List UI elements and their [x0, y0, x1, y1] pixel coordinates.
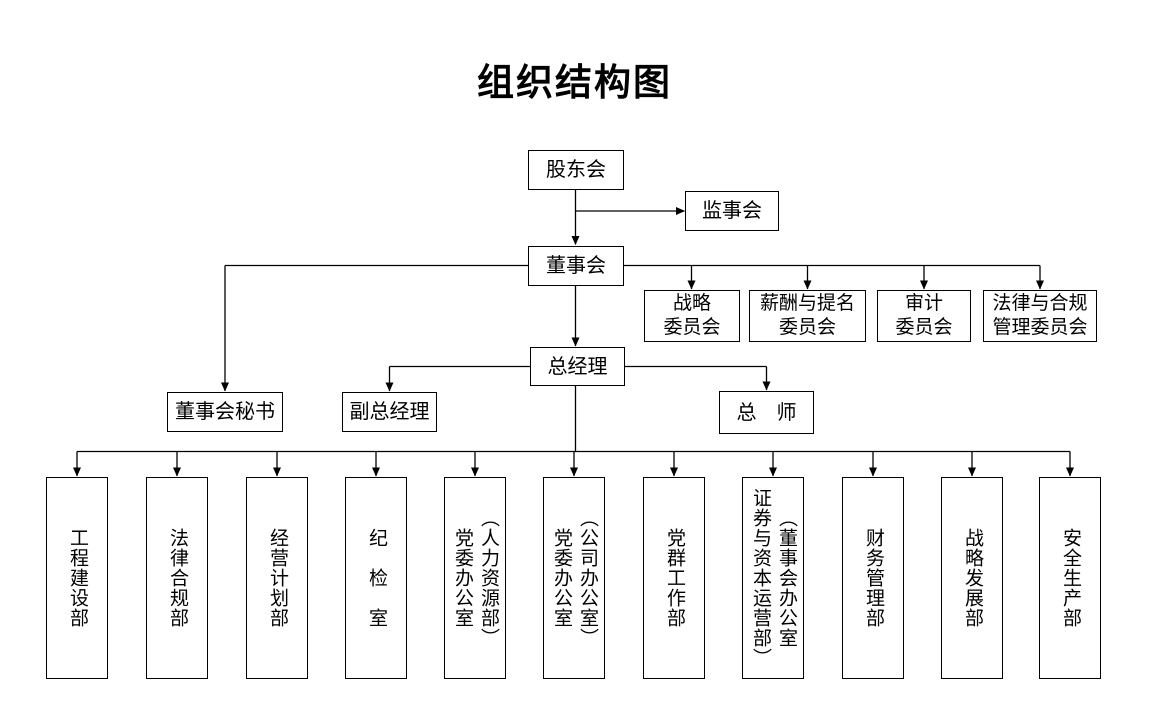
- dept-label-column: 法律合规部: [167, 528, 188, 628]
- dept-label-column: 党群工作部: [664, 528, 685, 628]
- dept-label-column: （人力资源部）: [478, 508, 499, 648]
- node-deputy-general-manager: 副总经理: [342, 392, 437, 432]
- node-board-of-directors: 董事会: [528, 246, 624, 286]
- committee-line: 委员会: [663, 317, 721, 338]
- node-party-committee-office-company: 党委办公室 （公司办公室）: [543, 477, 605, 679]
- node-strategy-committee: 战略 委员会: [644, 290, 740, 342]
- dept-label-column: 党委办公室: [551, 528, 572, 628]
- dept-label-column: 经营计划部: [267, 528, 288, 628]
- node-shareholders-label: 股东会: [546, 159, 606, 181]
- node-chief-engineer-label: 总 师: [736, 401, 797, 424]
- dept-label-column: 工程建设部: [67, 528, 88, 628]
- node-dept-legal-compliance: 法律合规部: [146, 477, 208, 679]
- node-shareholders: 股东会: [528, 150, 624, 190]
- node-audit-committee: 审计 委员会: [877, 290, 971, 342]
- node-party-mass-work-dept: 党群工作部: [643, 477, 705, 679]
- node-finance-management-dept: 财务管理部: [842, 477, 904, 679]
- committee-line: 委员会: [778, 317, 836, 338]
- committee-line: 法律与合规: [992, 293, 1088, 314]
- dept-label-column: 安全生产部: [1060, 528, 1081, 628]
- node-party-committee-office-hr: 党委办公室 （人力资源部）: [444, 477, 506, 679]
- node-legal-compliance-committee: 法律与合规 管理委员会: [983, 290, 1097, 342]
- node-dept-operation-planning: 经营计划部: [246, 477, 308, 679]
- node-dept-engineering-construction: 工程建设部: [46, 477, 108, 679]
- dept-label-column: 战略发展部: [962, 528, 983, 628]
- node-chief-engineer: 总 师: [719, 391, 814, 434]
- dept-label-column: 党委办公室: [452, 528, 473, 628]
- node-general-manager-label: 总经理: [547, 355, 608, 378]
- committee-line: 管理委员会: [992, 317, 1088, 338]
- committee-line: 委员会: [895, 317, 953, 338]
- node-board-secretary-label: 董事会秘书: [175, 401, 275, 423]
- dept-label-column: （公司办公室）: [577, 508, 598, 648]
- committee-line: 战略: [672, 293, 711, 314]
- node-board-of-directors-label: 董事会: [546, 255, 606, 277]
- committee-line: 薪酬与提名: [759, 293, 855, 314]
- dept-label-column: 证券与资本运营部）: [750, 488, 771, 668]
- node-board-secretary: 董事会秘书: [167, 392, 283, 432]
- committee-line: 审计: [904, 293, 943, 314]
- dept-label-column: 纪 检 室: [366, 528, 387, 628]
- node-discipline-inspection-office: 纪 检 室: [345, 477, 407, 679]
- node-securities-capital-operation-dept: 证券与资本运营部） （董事会办公室: [742, 477, 804, 679]
- node-compensation-nomination-committee: 薪酬与提名 委员会: [749, 290, 866, 342]
- node-general-manager: 总经理: [530, 347, 625, 386]
- chart-title: 组织结构图: [477, 62, 672, 103]
- node-supervisory-board: 监事会: [685, 191, 779, 231]
- node-supervisory-board-label: 监事会: [702, 200, 762, 222]
- dept-label-column: （董事会办公室: [776, 508, 797, 648]
- node-strategy-development-dept: 战略发展部: [941, 477, 1003, 679]
- node-safety-production-dept: 安全生产部: [1039, 477, 1101, 679]
- node-deputy-general-manager-label: 副总经理: [349, 401, 430, 423]
- dept-label-column: 财务管理部: [863, 528, 884, 628]
